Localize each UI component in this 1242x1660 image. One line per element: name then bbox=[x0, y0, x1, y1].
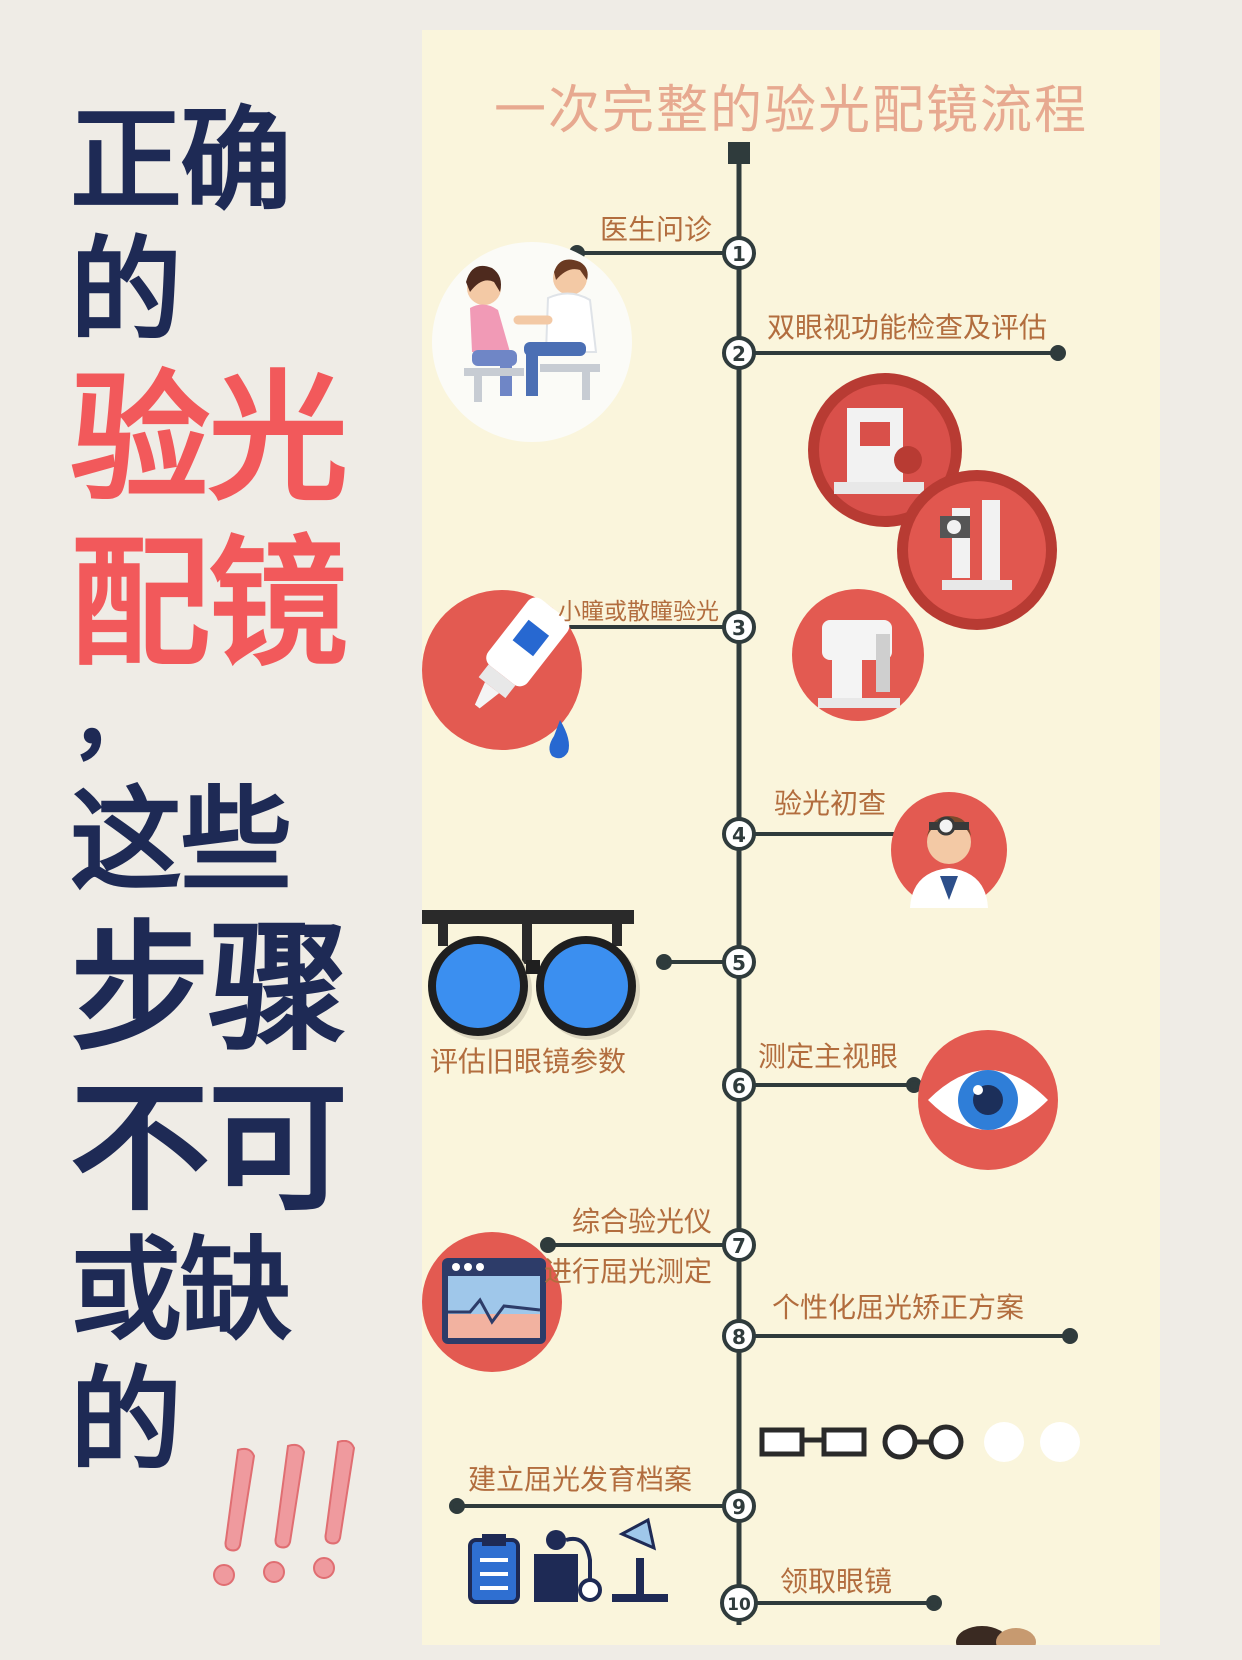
step-label-7a: 综合验光仪 bbox=[572, 1205, 713, 1238]
step-label-6: 测定主视眼 bbox=[758, 1040, 899, 1073]
step-label-9: 建立屈光发育档案 bbox=[468, 1463, 693, 1496]
headline-line: 正确 bbox=[70, 96, 292, 226]
timeline-start-marker bbox=[728, 142, 750, 164]
step-number: 10 bbox=[727, 1595, 751, 1615]
step-node-6: 6 bbox=[722, 1068, 756, 1102]
step-label-4: 验光初查 bbox=[774, 787, 887, 820]
optometrist-icon bbox=[891, 792, 1007, 908]
step-node-8: 8 bbox=[722, 1319, 756, 1353]
step-number: 3 bbox=[732, 616, 746, 640]
flowchart-title: 一次完整的验光配镜流程 bbox=[493, 81, 1088, 141]
headline-line: 的 bbox=[70, 1356, 182, 1486]
headline-line: 或缺 bbox=[70, 1226, 292, 1356]
step-label-2: 双眼视功能检查及评估 bbox=[767, 311, 1048, 344]
step-label-10: 领取眼镜 bbox=[780, 1565, 893, 1598]
step-number: 6 bbox=[732, 1074, 746, 1098]
headline-line: 这些 bbox=[70, 776, 292, 906]
step-node-3: 3 bbox=[722, 610, 756, 644]
eye-drop-icon bbox=[422, 590, 582, 759]
step-label-7b: 进行屈光测定 bbox=[544, 1255, 713, 1288]
doctor-patient-icon bbox=[432, 242, 632, 442]
headline-line-highlight: 验光 bbox=[70, 358, 348, 521]
step-node-5: 5 bbox=[722, 945, 756, 979]
step-number: 9 bbox=[732, 1495, 746, 1519]
step-label-5: 评估旧眼镜参数 bbox=[430, 1045, 627, 1078]
eye-exam-equipment-icon bbox=[792, 373, 1057, 721]
flowchart-panel: 一次完整的验光配镜流程 1 2 3 4 5 6 bbox=[422, 30, 1160, 1645]
records-icon bbox=[468, 1517, 668, 1604]
step-label-8: 个性化屈光矫正方案 bbox=[772, 1291, 1025, 1324]
glasses-pickup-icon bbox=[956, 1626, 1036, 1645]
exclamation-marks-icon bbox=[213, 1440, 356, 1586]
step-node-7: 7 bbox=[722, 1228, 756, 1262]
step-number: 7 bbox=[732, 1234, 746, 1258]
headline-comma: ， bbox=[70, 667, 160, 772]
step-node-4: 4 bbox=[722, 817, 756, 851]
timeline-graphic: 1 2 3 4 5 6 7 8 9 10 bbox=[422, 142, 1080, 1645]
headline-line-highlight: 配镜 bbox=[70, 523, 348, 686]
glasses-options-icon bbox=[759, 1422, 1080, 1462]
step-node-9: 9 bbox=[722, 1489, 756, 1523]
headline-line: 步骤 bbox=[70, 908, 348, 1071]
trial-frame-icon bbox=[422, 910, 640, 1040]
step-number: 8 bbox=[732, 1325, 746, 1349]
step-label-3: 小瞳或散瞳验光 bbox=[558, 599, 719, 625]
step-number: 1 bbox=[732, 242, 746, 266]
step-number: 2 bbox=[732, 342, 746, 366]
step-number: 5 bbox=[732, 951, 746, 975]
headline-line: 不可 bbox=[70, 1068, 348, 1231]
step-label-1: 医生问诊 bbox=[600, 213, 713, 246]
phoropter-screen-icon bbox=[422, 1232, 562, 1372]
step-number: 4 bbox=[732, 823, 746, 847]
step-node-10: 10 bbox=[720, 1584, 758, 1622]
eye-icon bbox=[918, 1030, 1058, 1170]
headline-line: 的 bbox=[70, 226, 182, 356]
step-node-2: 2 bbox=[722, 336, 756, 370]
step-node-1: 1 bbox=[722, 236, 756, 270]
